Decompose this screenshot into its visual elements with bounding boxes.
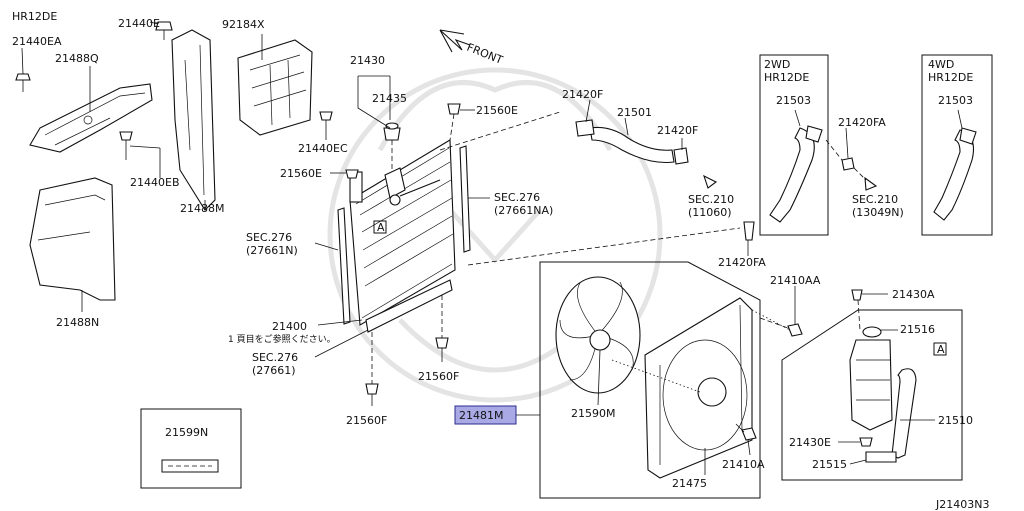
label-box-4wd: 4WD	[928, 58, 954, 71]
clamp-21420fa-2wd	[841, 157, 855, 171]
leader-lines	[21, 21, 963, 475]
hose-21503-2wd	[769, 125, 823, 223]
callout-a-reservoir	[933, 342, 947, 356]
label-front: FRONT	[465, 41, 505, 67]
label-21503-4wd: 21503	[938, 94, 973, 107]
label-21475: 21475	[672, 477, 707, 490]
clip-21440e	[155, 21, 173, 40]
radiator-21400	[349, 139, 456, 326]
label-sec276-n: SEC.276	[246, 231, 292, 244]
label-sec210-b: SEC.210	[852, 193, 898, 206]
label-sec276: SEC.276	[252, 351, 298, 364]
label-21410aa: 21410AA	[770, 274, 821, 287]
box-fan-assembly	[539, 261, 761, 499]
air-guide-lower-21488n	[29, 177, 116, 301]
label-21516: 21516	[900, 323, 935, 336]
label-21435: 21435	[372, 92, 407, 105]
label-21481m[interactable]: 21481M	[459, 409, 503, 422]
label-21400: 21400	[272, 320, 307, 333]
label-21430: 21430	[350, 54, 385, 67]
label-note-jp: 1 頁目をご参照ください。	[228, 333, 336, 345]
arrow-sec210-b	[864, 176, 878, 191]
label-sec276-n-sub: (27661N)	[246, 244, 298, 257]
seal-left-27661n	[337, 207, 351, 325]
label-sec276-sub: (27661)	[252, 364, 296, 377]
engine-code: HR12DE	[12, 10, 57, 23]
box-21599n	[140, 408, 242, 489]
front-arrow	[439, 29, 471, 53]
clip-21440ea	[15, 73, 31, 92]
hose-21503-4wd	[933, 127, 977, 221]
bushing-21560e-top	[447, 103, 461, 115]
label-21440eb: 21440EB	[130, 176, 180, 189]
label-21560e-top: 21560E	[476, 104, 518, 117]
label-sec276-na: SEC.276	[494, 191, 540, 204]
bolt-21410aa	[787, 323, 803, 337]
box-4wd	[921, 54, 993, 236]
label-callout-a-2: A	[937, 343, 945, 356]
box-2wd	[759, 54, 829, 236]
label-21590m: 21590M	[571, 407, 615, 420]
label-plate-21599n	[161, 459, 219, 473]
label-box-2wd: 2WD	[764, 58, 790, 71]
seal-right-27661na	[459, 145, 471, 253]
clip-21430e	[859, 437, 873, 447]
label-21599n: 21599N	[165, 426, 208, 439]
shroud-92184x	[237, 39, 313, 136]
label-box-4wd-engine: HR12DE	[928, 71, 973, 84]
label-sec276-na-sub: (27661NA)	[494, 204, 553, 217]
label-21410a: 21410A	[722, 458, 765, 471]
label-21420fa-box: 21420FA	[838, 116, 886, 129]
label-21440ec: 21440EC	[298, 142, 348, 155]
clip-21440ec	[319, 111, 333, 121]
reservoir-cap-21516	[862, 326, 882, 338]
label-21503-2wd: 21503	[776, 94, 811, 107]
bolt-21410a	[735, 423, 757, 441]
label-21488n: 21488N	[56, 316, 99, 329]
bolt-21430a	[851, 289, 863, 301]
bushing-21560f-right	[435, 337, 449, 349]
label-21440e: 21440E	[118, 17, 160, 30]
clip-21440eb	[119, 131, 133, 160]
overflow-hose-21515	[865, 368, 917, 463]
box-reservoir	[781, 309, 963, 481]
label-21560f-bottom: 21560F	[346, 414, 387, 427]
label-92184x: 92184X	[222, 18, 265, 31]
label-21488q: 21488Q	[55, 52, 99, 65]
label-21440ea: 21440EA	[12, 35, 62, 48]
diagram-id: J21403N3	[935, 498, 989, 511]
label-21510: 21510	[938, 414, 973, 427]
label-sec210-b-sub: (13049N)	[852, 206, 904, 219]
bushing-21560f-bottom	[365, 383, 379, 395]
bushing-21560e-left	[345, 169, 359, 179]
fan-blade-21590m	[555, 276, 641, 394]
label-21420fa-bottom: 21420FA	[718, 256, 766, 269]
label-21560f-right: 21560F	[418, 370, 459, 383]
label-21430a: 21430A	[892, 288, 935, 301]
label-sec210-a-sub: (11060)	[688, 206, 732, 219]
label-21501: 21501	[617, 106, 652, 119]
label-21420f-a: 21420F	[562, 88, 603, 101]
label-21560e-left: 21560E	[280, 167, 322, 180]
air-guide-upper-21488q	[29, 83, 153, 153]
label-21430e: 21430E	[789, 436, 831, 449]
label-box-2wd-engine: HR12DE	[764, 71, 809, 84]
arrow-sec210-a	[703, 174, 718, 189]
label-21515: 21515	[812, 458, 847, 471]
radiator-cap-21430	[383, 122, 401, 141]
callout-a-radiator	[373, 220, 387, 234]
label-21488m: 21488M	[180, 202, 224, 215]
fan-shroud-21475	[644, 297, 753, 479]
seal-bottom-27661	[365, 279, 453, 333]
label-21420f-b: 21420F	[657, 124, 698, 137]
label-sec210-a: SEC.210	[688, 193, 734, 206]
reservoir-tank-21510	[849, 339, 893, 431]
air-guide-side-21488m	[171, 29, 216, 211]
label-callout-a-1: A	[377, 221, 385, 234]
upper-hose-21501	[575, 119, 689, 165]
clamp-21420fa-bottom	[743, 221, 755, 241]
